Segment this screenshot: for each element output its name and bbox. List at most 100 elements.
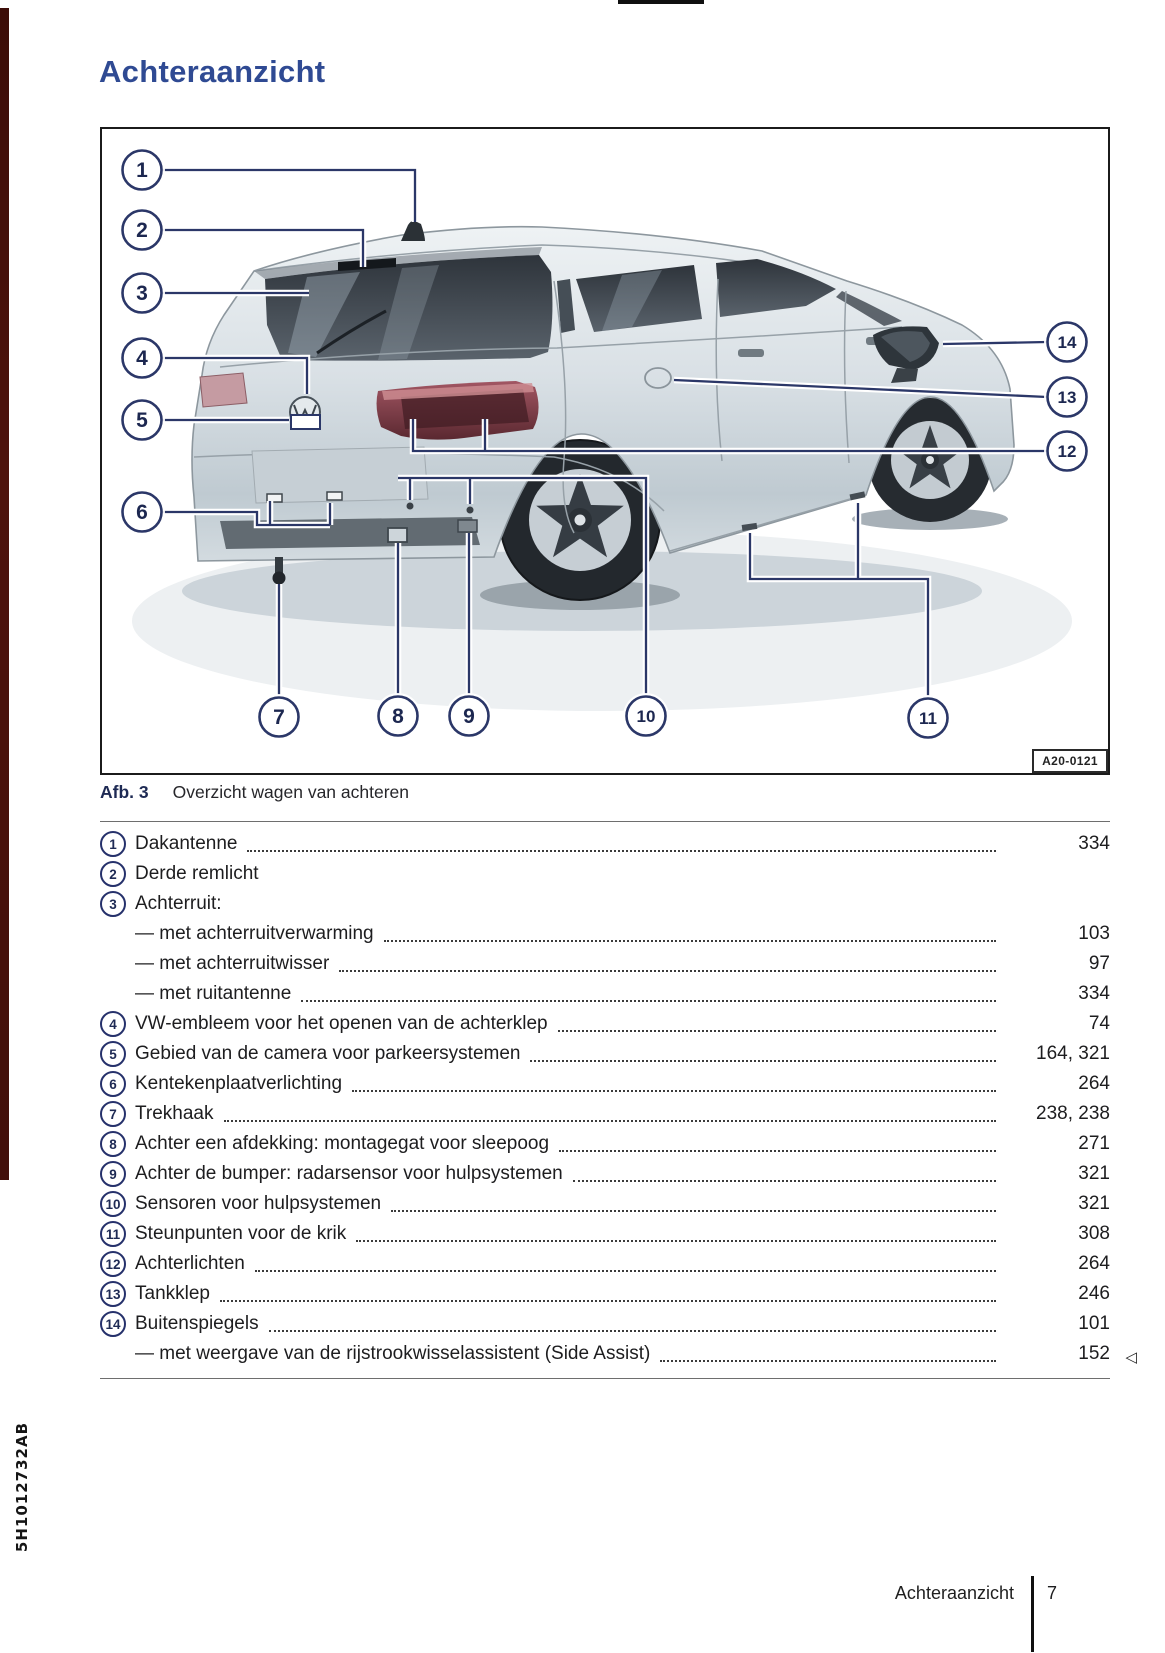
towing-eye-cover [387,527,408,543]
item-label: — met achterruitverwarming [135,923,374,944]
front-wheel [868,398,992,522]
svg-text:13: 13 [1058,388,1077,407]
legend-row: 7 Trekhaak 238, 238 [100,1099,1110,1129]
item-number-badge: 3 [100,891,126,917]
plate-lights [266,491,343,503]
item-label: Achter de bumper: radarsensor voor hulps… [135,1163,563,1184]
third-brake-light [338,258,396,271]
item-number-badge: 4 [100,1011,126,1037]
left-spine-strip [0,8,9,1180]
radar-sensor-area [457,519,478,533]
legend-list: 1 Dakantenne 334 2 Derde remlicht 3 Acht… [100,821,1137,1379]
item-page-ref: 264 [1078,1073,1110,1094]
image-code-badge: A20-0121 [1032,749,1108,773]
legend-row: 3 Achterruit: [100,889,1110,919]
svg-text:6: 6 [136,501,148,524]
item-number-badge: 7 [100,1101,126,1127]
figure-caption-label: Afb. 3 [100,782,149,802]
callout-circle-7: 7 [256,694,302,740]
legend-subrow: — met achterruitwisser 97 [100,949,1110,979]
item-page-ref: 97 [1088,953,1110,974]
rear-light-far [199,372,248,408]
svg-text:8: 8 [392,705,404,728]
dotted-leader [559,1137,996,1152]
item-page-ref: 271 [1078,1133,1110,1154]
jack-point-front [849,491,866,501]
legend-row: 2 Derde remlicht [100,859,1110,889]
item-label: — met achterruitwisser [135,953,330,974]
item-label: Achterruit: [135,893,222,914]
dotted-leader [223,1107,996,1122]
item-number-badge: 14 [100,1311,126,1337]
callout-circle-12: 12 [1044,428,1090,474]
legend-row: 12 Achterlichten 264 [100,1249,1110,1279]
svg-text:12: 12 [1058,442,1077,461]
item-number-badge: 2 [100,861,126,887]
legend-row: 13 Tankklep 246 [100,1279,1110,1309]
dotted-leader [557,1017,996,1032]
item-number-badge: 12 [100,1251,126,1277]
footer-section-label: Achteraanzicht [894,1583,1014,1603]
item-page-ref: 152 [1078,1343,1110,1364]
item-label: Trekhaak [135,1103,214,1124]
dotted-leader [530,1047,996,1062]
car-illustration: 1 2 3 4 5 6 7 [102,129,1108,773]
callout-circle-5: 5 [119,397,165,443]
legend-row: 8 Achter een afdekking: montagegat voor … [100,1129,1110,1159]
item-label: Gebied van de camera voor parkeersysteme… [135,1043,521,1064]
dotted-leader [356,1227,996,1242]
dotted-leader [220,1287,996,1302]
item-page-ref: 308 [1078,1223,1110,1244]
callout-circle-2: 2 [119,207,165,253]
dotted-leader [268,1317,996,1332]
item-page-ref: 238, 238 [1036,1103,1110,1124]
callout-lines [162,166,1048,696]
svg-text:1: 1 [136,159,148,182]
legend-row: 14 Buitenspiegels 101 [100,1309,1110,1339]
callout-circle-4: 4 [119,335,165,381]
item-label: VW-embleem voor het openen van de achter… [135,1013,548,1034]
item-page-ref: 74 [1088,1013,1110,1034]
item-label: — met ruitantenne [135,983,292,1004]
jack-point-rear [741,522,758,531]
camera-zone-marker [290,414,321,430]
svg-text:7: 7 [273,706,285,729]
item-page-ref: 264 [1078,1253,1110,1274]
item-label: Dakantenne [135,833,238,854]
legend-row: 4 VW-embleem voor het openen van de acht… [100,1009,1110,1039]
callout-circle-6: 6 [119,489,165,535]
callout-circle-10: 10 [623,693,669,739]
svg-text:3: 3 [136,282,148,305]
svg-text:11: 11 [919,709,937,728]
item-page-ref: 334 [1078,983,1110,1004]
legend-row: 9 Achter de bumper: radarsensor voor hul… [100,1159,1110,1189]
dotted-leader [383,927,996,942]
footer-page-number: 7 [1047,1583,1058,1603]
item-page-ref: 334 [1078,833,1110,854]
legend-row: 11 Steunpunten voor de krik 308 [100,1219,1110,1249]
item-number-badge: 10 [100,1191,126,1217]
item-page-ref: 321 [1078,1163,1110,1184]
item-number-badge: 5 [100,1041,126,1067]
item-page-ref: 164, 321 [1036,1043,1110,1064]
legend-subrow: — met achterruitverwarming 103 [100,919,1110,949]
door-handle-rear [738,349,764,357]
rear-wiper [316,309,387,355]
item-page-ref: 101 [1078,1313,1110,1334]
dotted-leader [352,1077,996,1092]
dotted-leader [247,837,996,852]
svg-text:2: 2 [136,219,148,242]
item-number-badge: 13 [100,1281,126,1307]
item-label: Derde remlicht [135,863,259,884]
dotted-leader [572,1167,996,1182]
page-title: Achteraanzicht [99,54,326,89]
dotted-leader [660,1347,996,1362]
spine-code: 5H1012732AB [13,1422,31,1553]
legend-row: 1 Dakantenne 334 [100,829,1110,859]
dotted-leader [254,1257,996,1272]
callout-circle-1: 1 [119,147,165,193]
fuel-flap [644,367,672,389]
item-number-badge: 9 [100,1161,126,1187]
rear-window [265,255,553,361]
